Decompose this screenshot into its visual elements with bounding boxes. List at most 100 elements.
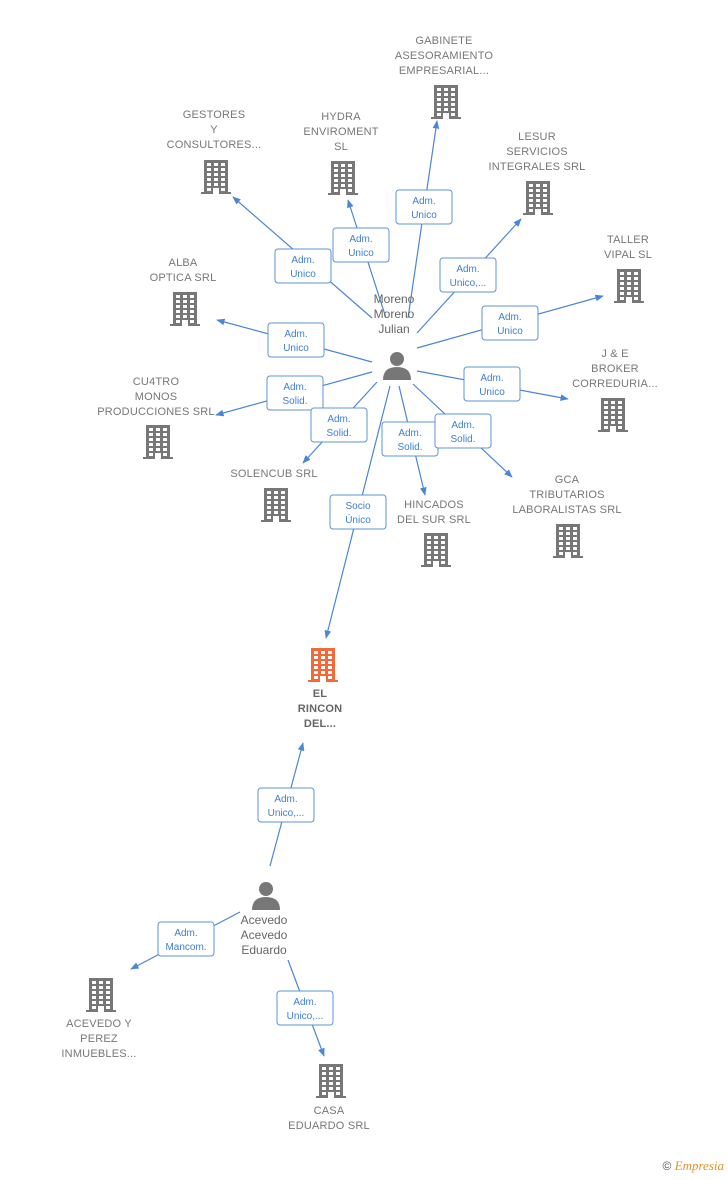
person-icon bbox=[252, 882, 280, 910]
node-label-line: TALLER bbox=[607, 234, 649, 246]
edge-label-moreno-lesur[interactable]: Adm.Unico,... bbox=[439, 257, 497, 293]
edge-label-moreno-gestores[interactable]: Adm.Unico bbox=[274, 248, 332, 284]
company-node-solencub[interactable]: SOLENCUB SRL bbox=[230, 468, 317, 522]
edge-label-acevedo-casa[interactable]: Adm. Unico,... bbox=[276, 990, 334, 1026]
edge-label-acevedo-rincon[interactable]: Adm.Unico,... bbox=[257, 787, 315, 823]
node-label-line: GESTORES bbox=[183, 109, 246, 121]
node-label-line: DEL... bbox=[304, 718, 336, 730]
edge-label-text: Unico bbox=[411, 210, 437, 221]
building-icon bbox=[201, 160, 231, 194]
edge-label-text: Adm. bbox=[284, 329, 307, 340]
node-label-line: ASESORAMIENTO bbox=[395, 50, 494, 62]
edge-label-box bbox=[266, 375, 324, 411]
building-icon bbox=[328, 161, 358, 195]
building-icon bbox=[316, 1064, 346, 1098]
company-node-gestores[interactable]: GESTORES Y CONSULTORES... bbox=[167, 109, 262, 194]
company-node-je[interactable]: J & EBROKERCORREDURIA... bbox=[572, 348, 658, 432]
edge-label-text: Unico,... bbox=[287, 1011, 324, 1022]
node-label-rincon: ELRINCONDEL... bbox=[298, 688, 342, 730]
edge-label-text: Adm. bbox=[293, 997, 316, 1008]
node-label-line: SERVICIOS bbox=[506, 146, 568, 158]
building-icon bbox=[143, 425, 173, 459]
edge-label-text: Unico,... bbox=[450, 278, 487, 289]
node-label-line: EL bbox=[313, 688, 328, 700]
edge-label-moreno-cu4tro[interactable]: Adm.Solid. bbox=[266, 375, 324, 411]
brand-logo[interactable]: Empresia bbox=[674, 1158, 724, 1173]
node-label-line: ACEVEDO Y bbox=[66, 1018, 132, 1030]
node-label-line: PEREZ bbox=[80, 1033, 118, 1045]
edge-label-text: Adm. bbox=[327, 414, 350, 425]
node-label-line: CU4TRO bbox=[133, 376, 180, 388]
edge-label-text: Adm. bbox=[274, 794, 297, 805]
node-label-line: Y bbox=[210, 124, 218, 136]
edge-label-moreno-alba[interactable]: Adm.Unico bbox=[267, 322, 325, 358]
edge-label-text: Mancom. bbox=[165, 942, 206, 953]
node-label-line: HYDRA bbox=[321, 111, 361, 123]
node-label-je: J & EBROKERCORREDURIA... bbox=[572, 348, 658, 390]
company-node-rincon[interactable]: ELRINCONDEL... bbox=[298, 648, 343, 730]
edge-label-box bbox=[332, 227, 390, 263]
node-label-line: CONSULTORES... bbox=[167, 139, 262, 151]
edge-label-text: Solid. bbox=[282, 396, 307, 407]
edge-label-moreno-hydra[interactable]: Adm.Unico bbox=[332, 227, 390, 263]
edge-label-moreno-hincados[interactable]: Adm.Solid. bbox=[381, 421, 439, 457]
building-icon bbox=[523, 181, 553, 215]
company-node-acevedoperez[interactable]: ACEVEDO YPEREZINMUEBLES... bbox=[61, 978, 136, 1060]
edge-label-text: Adm. bbox=[349, 234, 372, 245]
edge-label-box bbox=[439, 257, 497, 293]
node-label-line: Acevedo bbox=[241, 928, 288, 942]
edge-label-moreno-gca[interactable]: Adm.Solid. bbox=[434, 413, 492, 449]
edge-label-box bbox=[310, 407, 368, 443]
edge-label-acevedo-acevedoperez[interactable]: Adm. Mancom. bbox=[157, 921, 215, 957]
building-icon bbox=[170, 292, 200, 326]
node-label-hincados: HINCADOS DEL SUR SRL bbox=[397, 499, 471, 526]
node-label-line: BROKER bbox=[591, 363, 639, 375]
node-label-line: Acevedo bbox=[241, 913, 288, 927]
edge-label-box bbox=[267, 322, 325, 358]
node-label-solencub: SOLENCUB SRL bbox=[230, 468, 317, 480]
edge-label-moreno-taller[interactable]: Adm.Unico bbox=[481, 305, 539, 341]
node-label-line: HINCADOS bbox=[404, 499, 464, 511]
building-icon bbox=[431, 85, 461, 119]
building-icon bbox=[86, 978, 116, 1012]
node-label-line: TRIBUTARIOS bbox=[529, 489, 604, 501]
footer-credit: © Empresia bbox=[662, 1158, 724, 1174]
building-icon bbox=[553, 524, 583, 558]
node-label-line: GABINETE bbox=[415, 35, 472, 47]
node-label-line: MONOS bbox=[135, 391, 178, 403]
edge-label-moreno-je[interactable]: Adm.Unico bbox=[463, 366, 521, 402]
edge-label-text: Solid. bbox=[450, 434, 475, 445]
edge-label-moreno-solencub[interactable]: Adm.Solid. bbox=[310, 407, 368, 443]
edge-label-text: Adm. bbox=[174, 928, 197, 939]
company-node-hincados[interactable]: HINCADOS DEL SUR SRL bbox=[397, 499, 471, 567]
edge-label-text: Unico bbox=[497, 326, 523, 337]
node-label-line: Julian bbox=[378, 322, 409, 336]
edge-label-box bbox=[276, 990, 334, 1026]
edge-label-text: Adm. bbox=[480, 373, 503, 384]
company-node-gabinete[interactable]: GABINETEASESORAMIENTOEMPRESARIAL... bbox=[395, 35, 494, 119]
node-label-line: LESUR bbox=[518, 131, 556, 143]
node-label-line: J & E bbox=[601, 348, 628, 360]
node-label-line: DEL SUR SRL bbox=[397, 514, 471, 526]
node-label-line: Moreno bbox=[374, 307, 415, 321]
edge-label-text: Solid. bbox=[397, 442, 422, 453]
edge-label-text: Único bbox=[345, 513, 371, 526]
edge-label-moreno-gabinete[interactable]: Adm.Unico bbox=[395, 189, 453, 225]
